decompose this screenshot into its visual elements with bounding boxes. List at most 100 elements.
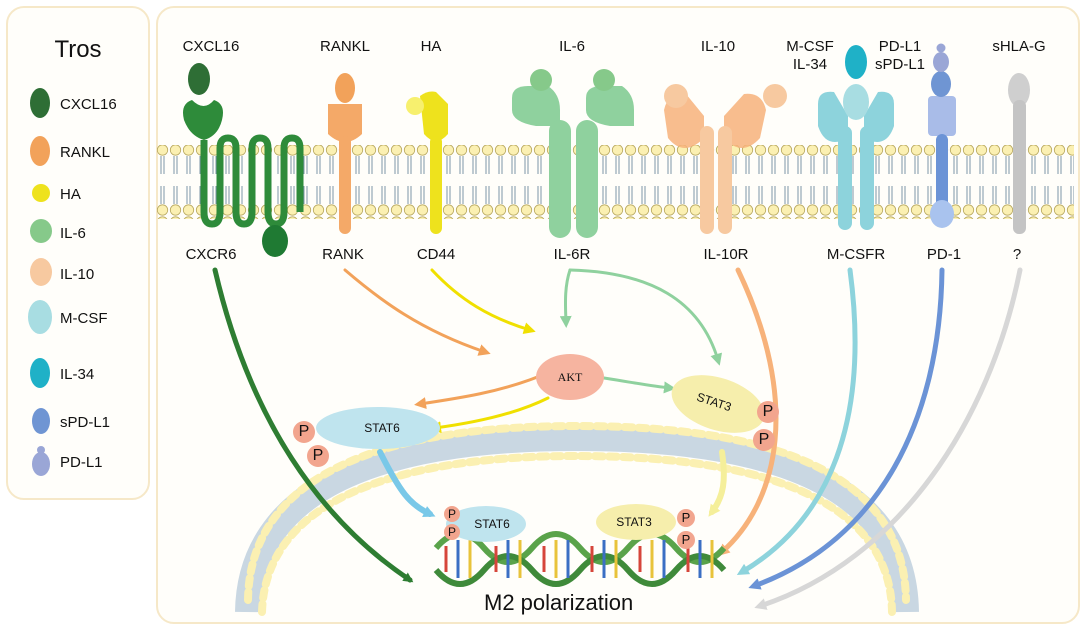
pdl1-ligand — [936, 43, 946, 53]
ligand-label-cxcl16: CXCL16 — [182, 38, 240, 55]
ha-ligand — [406, 97, 424, 115]
phospho-badges — [293, 401, 779, 549]
legend-item-spdl1: sPD-L1 — [8, 404, 148, 444]
il6r-receptor — [512, 86, 634, 238]
dna-helix — [433, 531, 727, 587]
il34-ligand — [845, 45, 867, 79]
mcsf-icon — [28, 300, 52, 334]
il6-icon — [30, 219, 52, 243]
ligand-label-il10: IL-10 — [700, 38, 736, 55]
il6-ligand — [530, 69, 552, 91]
stat6-node — [316, 407, 440, 449]
ligand-label-ha: HA — [420, 38, 442, 55]
phospho-label: P — [447, 525, 457, 539]
receptor-label-cxcr6: CXCR6 — [185, 246, 237, 263]
rank-receptor — [328, 104, 362, 234]
cxcl16-ligand — [188, 63, 210, 95]
il6r-akt-arrow — [559, 268, 572, 328]
spdl1-icon — [32, 408, 50, 434]
spdl1-ligand — [931, 71, 951, 97]
nuclear-stat6-label: STAT6 — [474, 517, 510, 531]
phospho-label: P — [762, 403, 774, 420]
ha-icon — [32, 184, 50, 202]
phospho-label: P — [681, 510, 691, 525]
rankl-ligand — [335, 73, 355, 103]
phospho-label: P — [312, 447, 324, 464]
phospho-label: P — [681, 532, 691, 547]
legend-item-il34: IL-34 — [8, 356, 148, 396]
nuclear-stat6-node — [446, 506, 526, 542]
akt-stat6-arrow — [414, 374, 542, 410]
ligand-label-mcsf-il34: M-CSF IL-34 — [786, 38, 834, 73]
rankl-icon — [30, 136, 50, 166]
ligand-label-pdl1: PD-L1 sPD-L1 — [874, 38, 926, 73]
stat3-nuclear-arrow — [708, 449, 727, 517]
il10-ligand — [763, 84, 787, 108]
receptor-label-pd1: PD-1 — [926, 246, 962, 263]
legend-label: IL-6 — [60, 225, 86, 242]
mcsf-ligand — [843, 84, 869, 120]
il10-icon — [30, 258, 52, 286]
legend-item-pdl1: PD-L1 — [8, 444, 148, 484]
signal-arrows — [212, 267, 1023, 610]
shlag-molecule — [1008, 73, 1030, 234]
phospho-label: P — [298, 423, 310, 440]
legend-item-cxcl16: CXCL16 — [8, 86, 148, 126]
pd1-receptor — [928, 96, 956, 228]
legend-title: Tros — [54, 36, 102, 63]
nuclear-stat3-node — [596, 504, 676, 540]
receptor-label-unknown: ? — [1012, 246, 1022, 263]
pd1-arrow — [748, 267, 945, 590]
cxcl16-icon — [30, 88, 50, 118]
akt-node — [536, 354, 604, 400]
legend-panel: Tros CXCL16 RANKL HA IL-6 IL-10 M-CSF IL… — [6, 6, 150, 500]
legend-item-il10: IL-10 — [8, 256, 148, 296]
il34-icon — [30, 358, 50, 388]
akt-stat3-arrow — [602, 376, 676, 394]
legend-item-il6: IL-6 — [8, 215, 148, 255]
il6r-stat3-arrow — [568, 268, 723, 366]
rank-arrow — [343, 268, 491, 356]
legend-label: IL-34 — [60, 366, 95, 383]
cd44-receptor — [420, 91, 448, 234]
phospho-label: P — [447, 507, 457, 521]
legend-item-mcsf: M-CSF — [8, 300, 148, 340]
shlag-arrow — [754, 267, 1023, 610]
legend-label: CXCL16 — [60, 96, 117, 113]
il10r-arrow — [717, 267, 779, 557]
legend-label: M-CSF — [60, 310, 108, 327]
outcome-label: M2 polarization — [484, 590, 634, 615]
nuclear-stat3-label: STAT3 — [616, 515, 652, 529]
ligand-label-il6: IL-6 — [559, 38, 585, 55]
ligand-label-shlag: sHLA-G — [992, 38, 1046, 55]
il10r-receptor — [664, 93, 766, 234]
ligand-label-rankl: RANKL — [319, 38, 371, 55]
receptor-label-il6r: IL-6R — [553, 246, 591, 263]
legend-label: HA — [60, 186, 81, 203]
cxcr6-arrow — [212, 267, 414, 583]
stat6-nuclear-arrow — [377, 449, 436, 518]
il10-ligand — [664, 84, 688, 108]
plasma-membrane — [157, 145, 1074, 219]
mcsfr-receptor — [818, 91, 894, 230]
stat3-node — [671, 375, 765, 433]
receptor-label-mcsfr: M-CSFR — [826, 246, 886, 263]
legend-label: PD-L1 — [60, 454, 103, 471]
receptor-label-il10r: IL-10R — [703, 246, 749, 263]
akt-label: AKT — [557, 370, 583, 384]
cxcr6-receptor — [183, 100, 304, 257]
pdl1-icon — [32, 446, 50, 476]
nuclear-membrane — [235, 421, 919, 616]
mcsfr-arrow — [736, 267, 858, 576]
receptor-label-rank: RANK — [322, 246, 364, 263]
legend-label: RANKL — [60, 144, 111, 161]
legend-label: IL-10 — [60, 266, 95, 283]
il6-ligand — [593, 69, 615, 91]
legend-item-ha: HA — [8, 176, 148, 216]
legend-item-rankl: RANKL — [8, 134, 148, 174]
akt-stat6-arrow-2 — [429, 396, 550, 434]
pdl1-ligand — [933, 52, 949, 72]
cd44-arrow — [430, 268, 536, 335]
stat6-label: STAT6 — [364, 421, 400, 435]
